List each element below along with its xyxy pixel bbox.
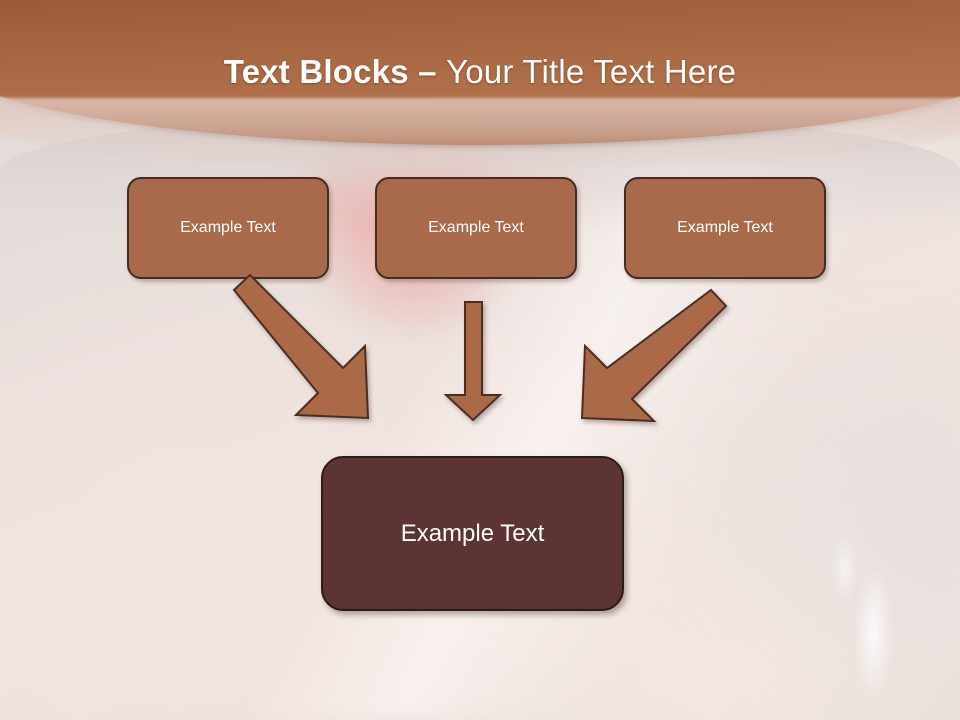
text-block-3-label: Example Text — [677, 219, 773, 236]
text-block-3[interactable]: Example Text — [624, 177, 826, 279]
text-block-2-label: Example Text — [428, 219, 524, 236]
result-box[interactable]: Example Text — [321, 456, 624, 611]
page-title: Text Blocks – Your Title Text Here — [0, 52, 960, 92]
page-title-dash: – — [418, 53, 447, 90]
page-title-light: Your Title Text Here — [446, 53, 737, 90]
result-box-label: Example Text — [400, 519, 545, 547]
text-block-2[interactable]: Example Text — [375, 177, 577, 279]
text-block-1[interactable]: Example Text — [127, 177, 329, 279]
arrow-down-left-icon — [580, 288, 728, 423]
text-block-1-label: Example Text — [180, 219, 276, 236]
arrow-down-icon — [443, 301, 503, 422]
page-title-bold: Text Blocks — [223, 53, 419, 90]
arrow-down-right-icon — [232, 273, 370, 420]
